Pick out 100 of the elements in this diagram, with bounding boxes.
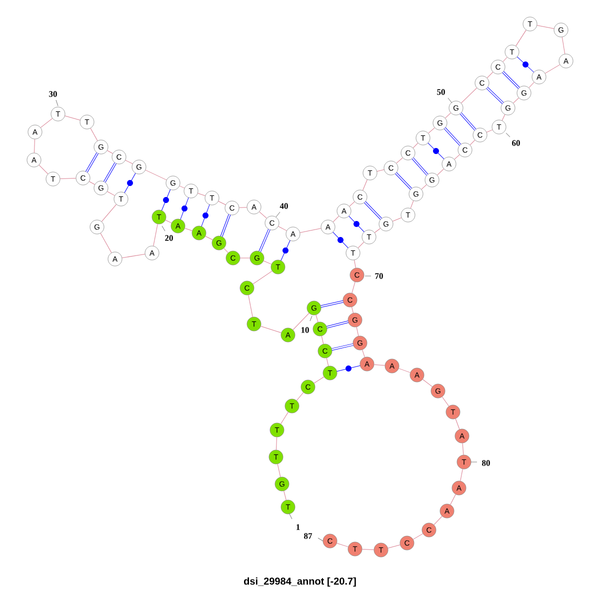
backbone-line bbox=[284, 490, 286, 500]
position-number: 10 bbox=[301, 316, 312, 333]
backbone-line bbox=[314, 376, 324, 384]
backbone-line bbox=[179, 186, 185, 188]
backbone-line bbox=[354, 260, 356, 268]
position-number: 60 bbox=[506, 132, 520, 146]
backbone-line bbox=[280, 412, 288, 424]
backbone-line bbox=[34, 138, 35, 154]
position-number: 40 bbox=[276, 203, 288, 218]
backbone-line bbox=[396, 158, 403, 164]
backbone-line bbox=[296, 392, 304, 401]
backbone-line bbox=[352, 282, 356, 294]
base-pair-line bbox=[395, 172, 412, 190]
caption: dsi_29984_annot [-20.7] bbox=[244, 577, 356, 587]
backbone-line bbox=[460, 88, 478, 104]
backbone-line bbox=[362, 350, 365, 358]
base-pair-line bbox=[180, 197, 189, 220]
backbone-line bbox=[437, 168, 444, 176]
base-pair-line bbox=[220, 214, 231, 237]
base-pair-line bbox=[486, 87, 504, 104]
backbone-line bbox=[376, 169, 384, 172]
backbone-line bbox=[412, 142, 418, 148]
backbone-line bbox=[153, 224, 158, 246]
backbone-line bbox=[198, 193, 206, 196]
backbone-line bbox=[145, 170, 167, 180]
backbone-line bbox=[422, 379, 433, 387]
base-pair-line bbox=[332, 343, 354, 351]
base-pair-line bbox=[412, 157, 428, 176]
position-number: 50 bbox=[437, 89, 452, 104]
backbone-line bbox=[356, 326, 359, 336]
backbone-line bbox=[362, 179, 368, 191]
position-number: 80 bbox=[470, 460, 490, 466]
backbone-line bbox=[445, 112, 451, 118]
backbone-line bbox=[358, 242, 364, 248]
base-pair-line bbox=[201, 204, 210, 227]
backbone-line bbox=[184, 228, 192, 231]
backbone-line bbox=[321, 336, 324, 344]
base-pair-line bbox=[326, 320, 348, 328]
backbone-line bbox=[502, 57, 508, 62]
base-pair-line bbox=[516, 56, 534, 72]
base-pair-line bbox=[332, 232, 348, 248]
backbone-line bbox=[292, 312, 310, 330]
backbone-line bbox=[362, 549, 374, 550]
backbone-line bbox=[486, 72, 494, 78]
position-number: 70 bbox=[364, 273, 383, 279]
backbone-line bbox=[388, 544, 400, 548]
base-pair-line bbox=[428, 142, 444, 160]
backbone-line bbox=[352, 306, 354, 314]
backbone-line bbox=[89, 181, 95, 185]
backbone-line bbox=[428, 128, 435, 134]
position-number: 30 bbox=[49, 91, 58, 106]
backbone-line bbox=[224, 248, 228, 253]
position-number: 87 bbox=[304, 533, 324, 542]
backbone-line bbox=[374, 364, 386, 366]
backbone-line bbox=[64, 116, 80, 120]
backbone-line bbox=[107, 191, 115, 196]
backbone-line bbox=[455, 418, 460, 430]
backbone-line bbox=[60, 178, 76, 180]
base-pair-line bbox=[258, 228, 270, 252]
base-pair-line bbox=[86, 152, 98, 173]
backbone-line bbox=[332, 216, 340, 222]
backbone-line bbox=[205, 236, 213, 240]
base-pair-line bbox=[364, 201, 382, 220]
backbone-line bbox=[486, 130, 493, 132]
backbone-line bbox=[218, 200, 226, 206]
backbone-line bbox=[513, 98, 519, 104]
backbone-line bbox=[278, 226, 287, 231]
base-pair-line bbox=[320, 300, 344, 308]
base-pair-line bbox=[444, 127, 462, 146]
backbone-line bbox=[107, 150, 113, 154]
backbone-line bbox=[562, 36, 566, 54]
backbone-line bbox=[450, 494, 456, 505]
backbone-line bbox=[374, 228, 381, 233]
backbone-line bbox=[38, 164, 48, 174]
backbone-line bbox=[410, 200, 414, 209]
position-number: 20 bbox=[162, 226, 173, 241]
backbone-line bbox=[125, 160, 133, 164]
backbone-line bbox=[516, 30, 526, 46]
base-pair-line bbox=[104, 162, 116, 183]
backbone-line bbox=[277, 464, 281, 478]
backbone-line bbox=[349, 202, 355, 206]
backbone-line bbox=[326, 358, 329, 366]
backbone-line bbox=[462, 442, 464, 456]
backbone-line bbox=[260, 326, 282, 334]
backbone-line bbox=[300, 228, 322, 233]
backbone-line bbox=[276, 436, 277, 450]
base-pair-line bbox=[161, 189, 171, 211]
base-pair-line bbox=[336, 365, 360, 372]
base-pair-line bbox=[502, 71, 520, 89]
backbone-line bbox=[392, 217, 402, 222]
backbone-line bbox=[165, 220, 172, 224]
backbone-line bbox=[316, 314, 318, 322]
backbone-line bbox=[100, 233, 112, 253]
backbone-line bbox=[336, 542, 348, 548]
backbone-line bbox=[421, 184, 427, 190]
backbone-line bbox=[502, 114, 506, 121]
backbone-line bbox=[252, 270, 272, 284]
backbone-line bbox=[528, 82, 534, 88]
backbone-line bbox=[101, 204, 117, 222]
backbone-line bbox=[122, 254, 146, 258]
